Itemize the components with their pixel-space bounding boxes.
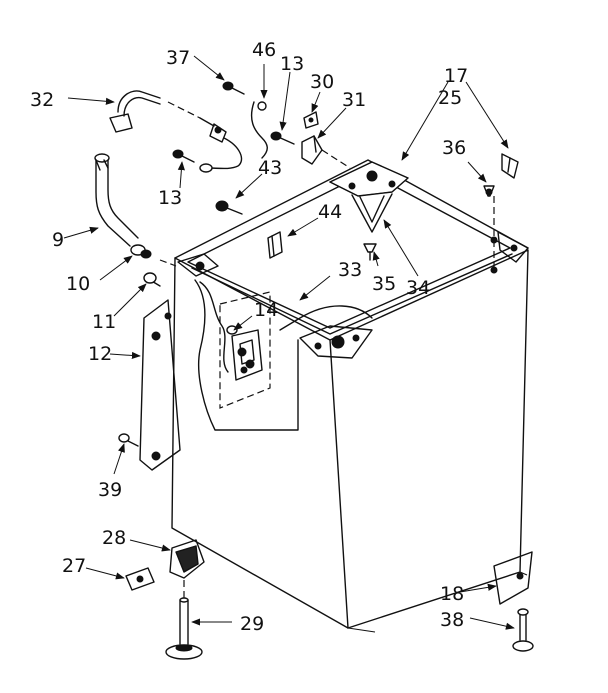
top-bracket-left <box>177 253 219 277</box>
screw-35 <box>363 243 377 261</box>
part-label-34: 34 <box>406 277 430 299</box>
part-label-35: 35 <box>372 273 396 295</box>
part-label-33: 33 <box>338 259 362 281</box>
part-label-43: 43 <box>258 157 282 179</box>
mount-hole <box>490 236 498 244</box>
screw-39 <box>118 433 139 447</box>
rear-leg-bracket-18 <box>493 551 533 605</box>
cabinet-body <box>171 159 529 633</box>
switch-tube <box>279 305 373 331</box>
screw-43 <box>215 200 243 215</box>
clip-17 <box>501 153 519 179</box>
part-label-13: 13 <box>280 53 304 75</box>
connector-31 <box>301 135 351 169</box>
hose-to-cabinet-line <box>159 259 177 267</box>
screw-13-upper <box>270 131 295 145</box>
part-label-31: 31 <box>342 89 366 111</box>
part-label-44: 44 <box>318 201 342 223</box>
part-label-36: 36 <box>442 137 466 159</box>
part-label-38: 38 <box>440 609 464 631</box>
part-label-37: 37 <box>166 47 190 69</box>
clip-44 <box>267 231 283 259</box>
wire-harness <box>109 90 268 173</box>
part-label-17: 17 <box>444 65 468 87</box>
part-label-29: 29 <box>240 613 264 635</box>
screw-37 <box>222 81 245 95</box>
part-label-25: 25 <box>438 87 462 109</box>
part-label-32: 32 <box>30 89 54 111</box>
leader-arrows <box>63 55 515 630</box>
part-label-46: 46 <box>252 39 276 61</box>
part-label-30: 30 <box>310 71 334 93</box>
mount-hole <box>490 266 498 274</box>
top-bracket-right <box>497 231 529 263</box>
part-label-39: 39 <box>98 479 122 501</box>
rear-leveling-leg-38 <box>512 608 534 652</box>
leveling-leg-bracket <box>169 539 205 579</box>
part-label-28: 28 <box>102 527 126 549</box>
mounting-screw-11 <box>143 272 161 287</box>
part-label-27: 27 <box>62 555 86 577</box>
part-label-11: 11 <box>92 311 116 333</box>
switch-assembly <box>219 291 271 409</box>
top-bracket-rear <box>328 161 409 233</box>
part-label-9: 9 <box>52 229 64 251</box>
fill-hose <box>94 153 139 247</box>
top-bracket-front <box>299 325 373 359</box>
part-label-18: 18 <box>440 583 464 605</box>
leveling-leg-29 <box>165 580 203 660</box>
part-label-14: 14 <box>254 299 278 321</box>
screw-36 <box>483 185 495 197</box>
part-label-10: 10 <box>66 273 90 295</box>
part-label-12: 12 <box>88 343 112 365</box>
part-number-labels: 37 46 13 30 31 17 25 32 36 13 43 44 9 33… <box>30 39 468 635</box>
foot-pad-27 <box>125 567 155 591</box>
part-label-13: 13 <box>158 187 182 209</box>
clip-30 <box>303 111 319 129</box>
hose-clamp <box>130 244 152 259</box>
side-panel <box>139 299 181 471</box>
screw-13-lower <box>172 149 195 163</box>
